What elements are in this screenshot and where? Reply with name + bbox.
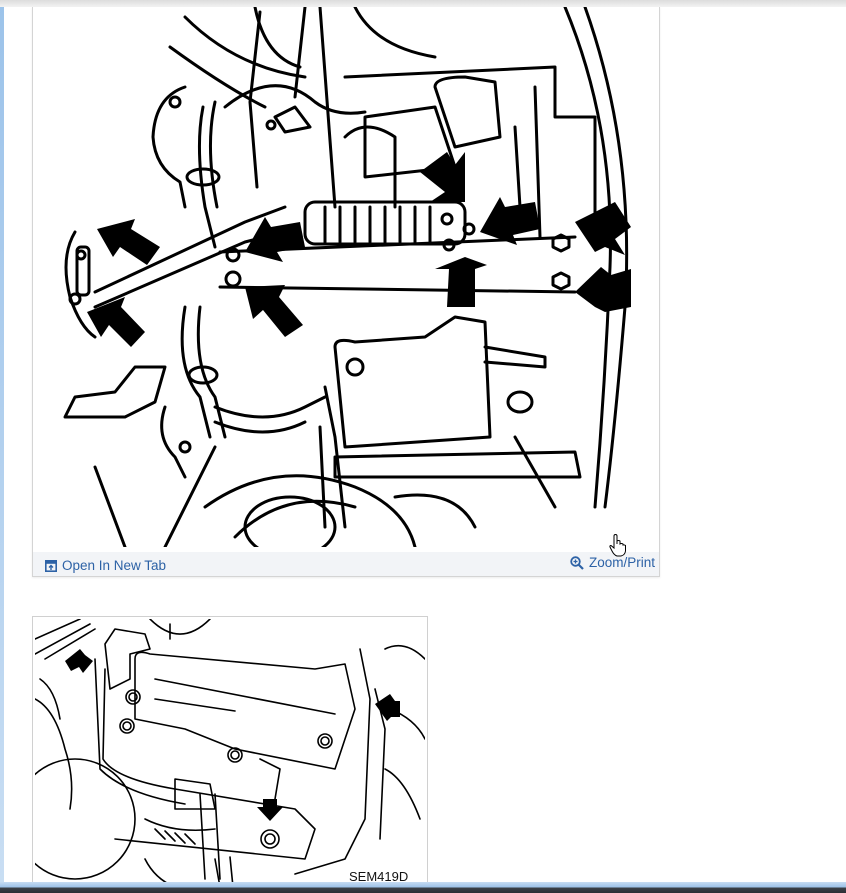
zoom-print-label: Zoom/Print [588, 555, 655, 570]
figure-2-image[interactable] [35, 619, 425, 887]
window-top-edge [0, 0, 846, 7]
zoom-print-link[interactable]: Zoom/Print [570, 555, 655, 570]
magnifier-zoom-icon [570, 555, 584, 570]
taskbar-edge [0, 882, 846, 893]
figure-2-caption: SEM419D [349, 869, 409, 884]
open-in-new-tab-link[interactable]: Open In New Tab [45, 558, 166, 573]
hand-pointer-cursor-icon [608, 534, 628, 558]
figure-card-2 [32, 616, 428, 887]
figure-1-image[interactable] [35, 7, 657, 547]
figure-card-1: Open In New Tab Zoom/Print [32, 7, 660, 577]
window-left-edge [0, 0, 4, 893]
open-in-new-tab-label: Open In New Tab [62, 558, 167, 573]
open-in-new-tab-icon [45, 559, 57, 572]
figure-1-footer: Open In New Tab Zoom/Print [33, 552, 659, 576]
